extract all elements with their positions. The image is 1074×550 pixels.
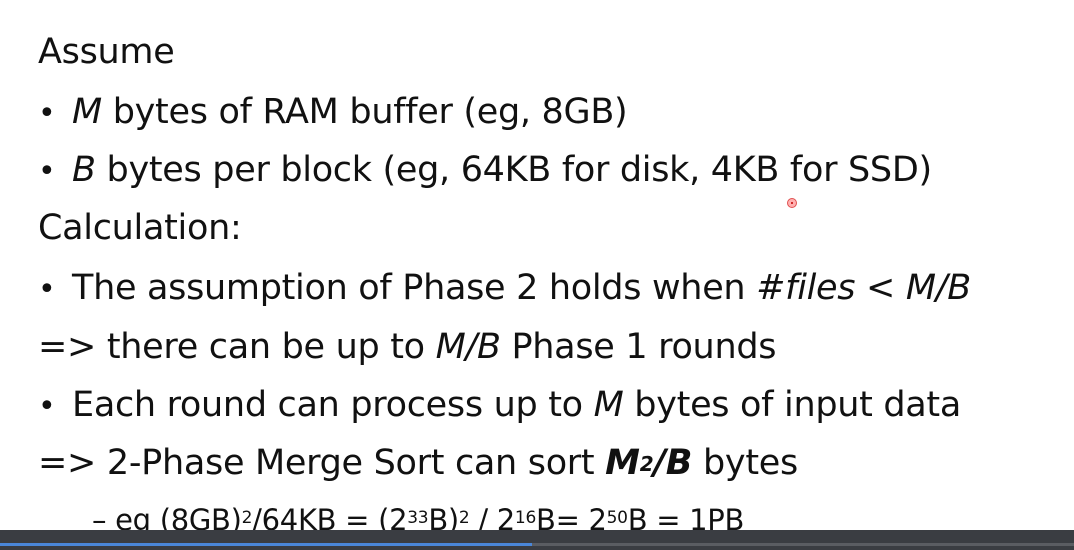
phase2-expr: #files < M/B [756,268,971,308]
bullet-icon: • [38,272,56,307]
example-sup-3: 2 [458,508,470,528]
example-part-5: B= 2 [535,503,607,530]
implies2-suffix: bytes [692,443,798,483]
example-part-2: /64KB = (2 [252,503,408,530]
bullet-icon: • [38,96,56,131]
example-sup-2: 33 [407,508,429,528]
bullet-ram-buffer: • M bytes of RAM buffer (eg, 8GB) [38,92,628,134]
implies2-var-m: M [605,443,640,483]
round-suffix: bytes of input data [623,385,962,425]
round-text: Each round can process up to [72,385,594,425]
implies1-prefix: => there can be up to [38,327,436,367]
round-var: M [593,385,624,425]
progress-remaining [532,543,1074,546]
assume-heading: Assume [38,32,175,72]
progress-played [0,543,532,546]
example-sup-5: 50 [606,508,628,528]
bullet-icon: • [38,389,56,424]
example-dash: – [92,503,116,530]
implies1-var: M/B [435,327,501,367]
laser-pointer-dot-icon [787,198,797,208]
example-part-1: eg (8GB) [115,503,242,530]
bullet-icon: • [38,154,56,189]
example-calculation: – eg (8GB)2/64KB = (233B)2 / 216B= 250B … [92,500,744,530]
implication-sort-capacity: => 2-Phase Merge Sort can sort M2/B byte… [38,443,798,483]
block-size-text: bytes per block (eg, 64KB for disk, 4KB … [95,150,933,190]
example-sup-1: 2 [241,508,253,528]
implies2-sup: 2 [639,452,654,476]
bullet-round-capacity: • Each round can process up to M bytes of… [38,385,961,427]
bullet-phase2-assumption: • The assumption of Phase 2 holds when #f… [38,268,971,310]
bullet-block-size: • B bytes per block (eg, 64KB for disk, 4… [38,150,932,192]
example-part-4: / 2 [469,503,515,530]
phase2-text: The assumption of Phase 2 holds when [72,268,757,308]
example-part-6: B = 1PB [627,503,745,530]
example-sup-4: 16 [514,508,536,528]
implies2-prefix: => 2-Phase Merge Sort can sort [38,443,606,483]
var-m: M [72,92,102,132]
var-b: B [72,150,96,190]
calculation-heading: Calculation: [38,208,242,248]
video-progress-bar[interactable] [0,530,1074,550]
implies1-suffix: Phase 1 rounds [500,327,777,367]
implies2-var-b: /B [653,443,693,483]
ram-buffer-text: bytes of RAM buffer (eg, 8GB) [101,92,628,132]
implication-rounds: => there can be up to M/B Phase 1 rounds [38,327,776,367]
slide-canvas: Assume •M bytes of RAM buffer (eg, 8GB) … [38,32,972,530]
example-part-3: B) [428,503,459,530]
